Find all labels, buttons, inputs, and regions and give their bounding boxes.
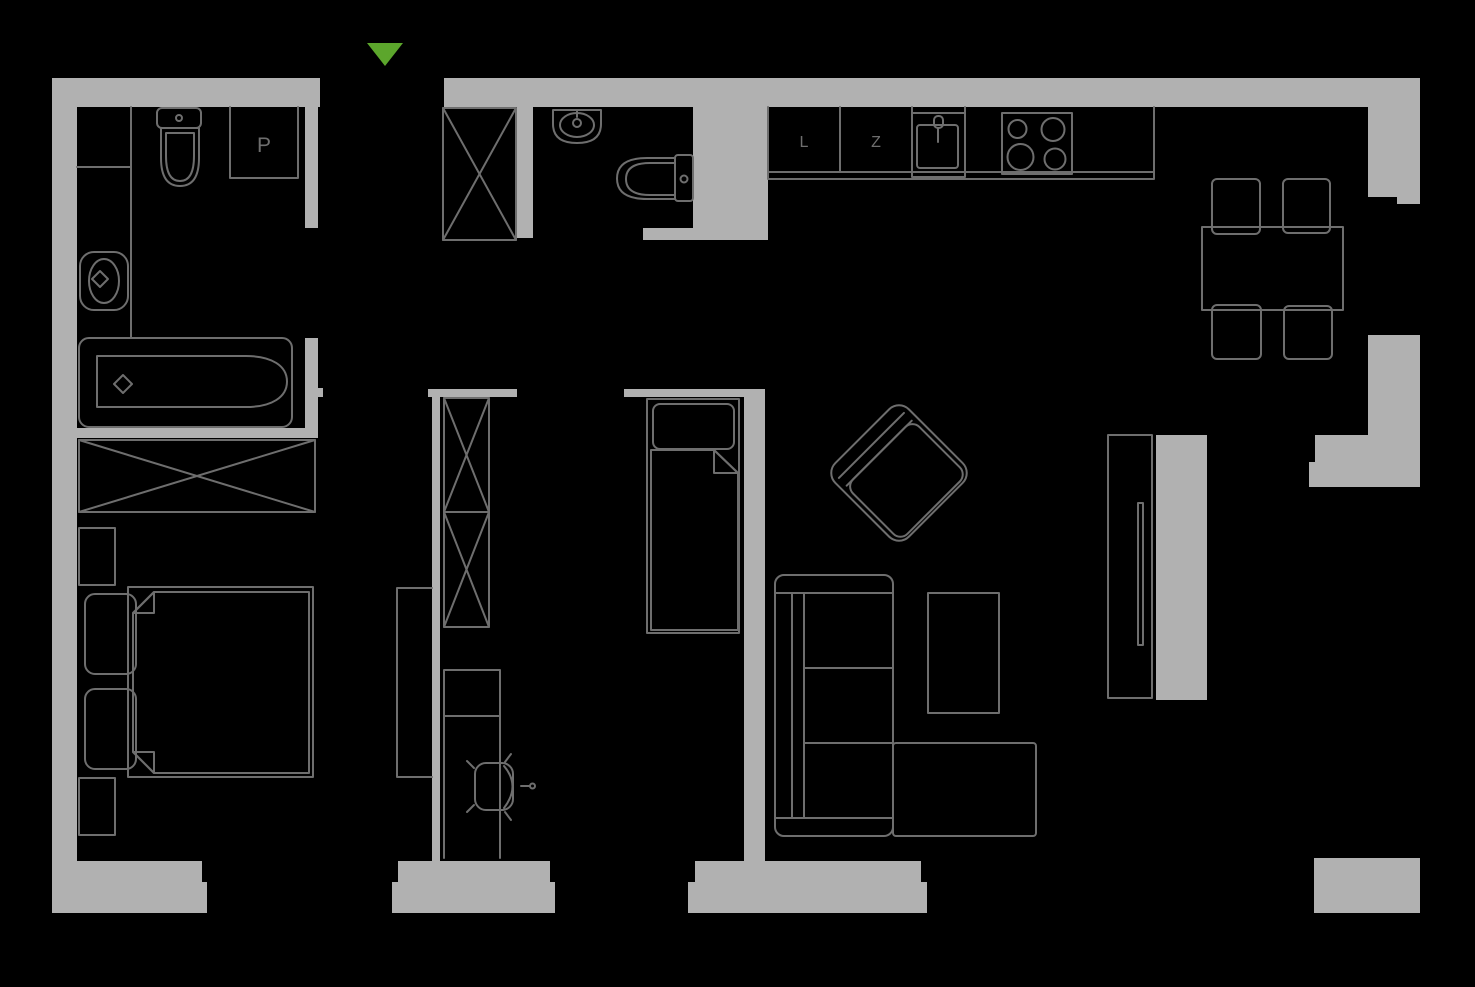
wall-bathroom-right-upper (305, 107, 318, 228)
wall-bottom-mid-b (392, 882, 555, 913)
dining-chair (1283, 305, 1333, 360)
wall-bathroom-right-lower (305, 338, 318, 428)
wall-childroom-right (744, 389, 765, 861)
wall-top-left (52, 78, 320, 107)
wall-bathroom-bottom (77, 428, 318, 438)
desk-chair (466, 753, 536, 821)
wall-shaft (693, 107, 768, 240)
washing-machine-label: P (257, 134, 271, 157)
wall-right-top-step (1397, 197, 1420, 204)
stove-icon (1001, 112, 1073, 175)
bathroom-vanity (76, 106, 132, 339)
pillow (84, 688, 137, 770)
sofa-chaise (892, 742, 1037, 837)
double-bed (84, 586, 314, 778)
wall-left (52, 107, 77, 861)
dining-chair (1211, 178, 1261, 235)
fridge-label: L (800, 134, 809, 151)
wall-living-pier (1156, 435, 1207, 700)
dining-chairs (1211, 178, 1333, 360)
entrance-marker-icon (367, 43, 403, 66)
nightstand (78, 777, 116, 836)
walls (52, 78, 1420, 913)
wall-right-mid-step (1309, 462, 1315, 487)
dining-chair (1282, 178, 1331, 234)
wall-top-right (444, 78, 1420, 107)
dishwasher-label: Z (871, 134, 881, 151)
wc-toilet-icon (616, 154, 694, 202)
entry-wardrobe-icon (442, 107, 517, 241)
sofa (774, 574, 1037, 837)
kitchen-counter (767, 106, 1155, 180)
wall-right-mid (1368, 335, 1420, 487)
tv-cabinet (1107, 434, 1153, 699)
dining-chair (1211, 304, 1262, 360)
single-bed (646, 398, 740, 634)
pillow (652, 403, 735, 450)
toilet-icon (156, 107, 202, 187)
bathtub-icon (78, 337, 293, 428)
dining-table (1201, 226, 1344, 311)
wall-bottom-right-corner (1314, 858, 1420, 913)
wall-childroom-left (432, 389, 440, 861)
tall-wardrobe-icon (443, 397, 490, 628)
wc-sink-icon (552, 109, 602, 144)
wall-bottom-midright-a (695, 861, 921, 882)
wall-childroom-left-stub (428, 389, 517, 397)
wall-wc-left (517, 107, 533, 238)
kitchen-sink-icon (911, 112, 966, 178)
coffee-table (927, 592, 1000, 714)
wall-right-mid-arm (1315, 435, 1368, 487)
armchair (830, 404, 968, 542)
door-leaf (396, 587, 433, 778)
fixtures (76, 106, 1344, 859)
tv-icon (1137, 502, 1144, 646)
wall-wc-bottom (643, 228, 693, 240)
bedroom-wardrobe-icon (78, 439, 316, 513)
wall-right-top (1368, 107, 1420, 197)
wall-bottom-mid-a (398, 861, 550, 882)
nightstand (78, 527, 116, 586)
pillow (84, 593, 137, 675)
wall-doorstop-tick (318, 388, 323, 397)
washbasin-icon (79, 251, 129, 311)
wall-bottom-midright-b (688, 882, 927, 913)
wall-childroom-right-stub (624, 389, 744, 397)
wall-bottom-left-a (52, 861, 202, 882)
wall-bottom-left-b (52, 882, 207, 913)
washing-machine-area (229, 106, 299, 179)
